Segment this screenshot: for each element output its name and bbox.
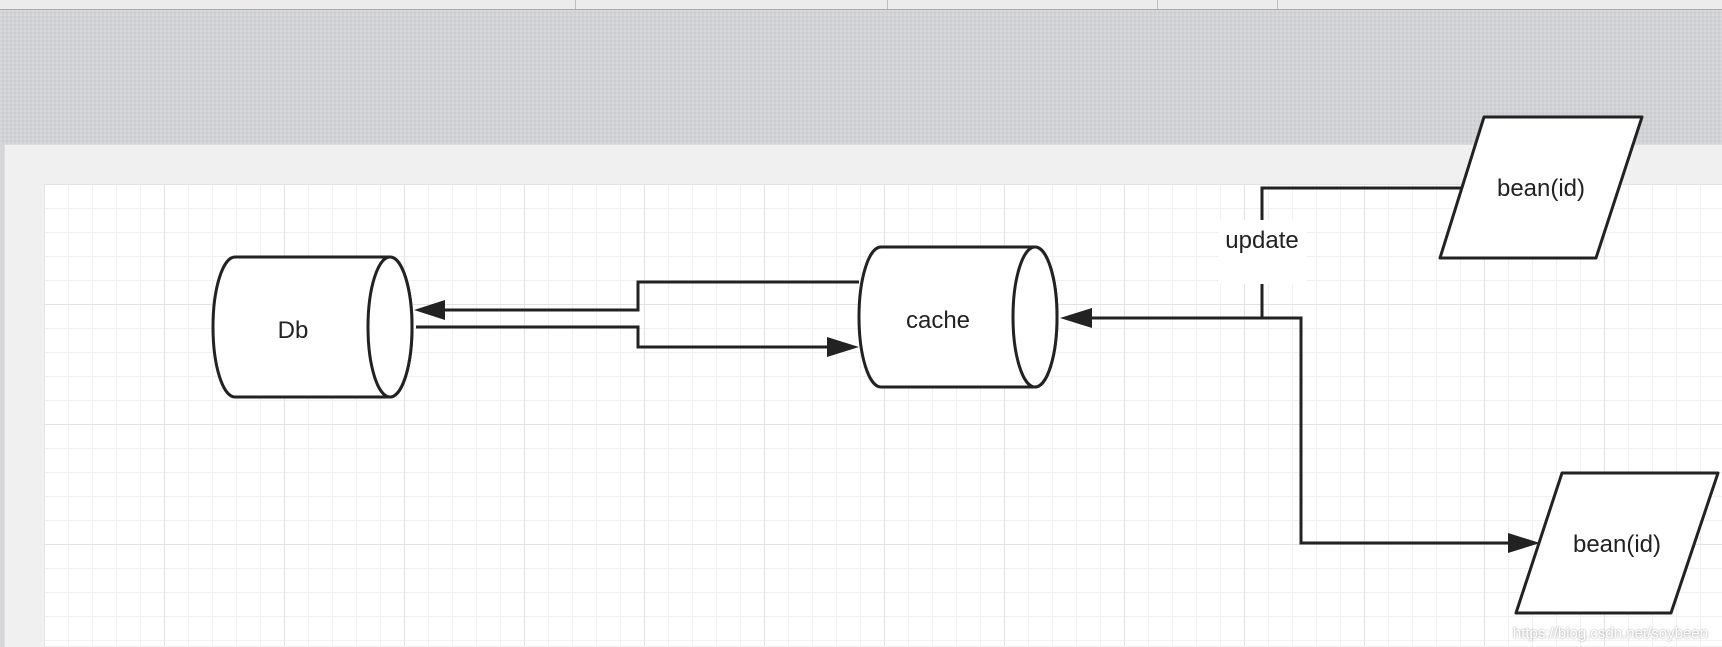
edge-db-to-cache[interactable] (416, 325, 859, 357)
edge-bean-top-to-cache-arrowhead (1060, 308, 1092, 328)
bean-bottom-shape (1514, 471, 1720, 615)
db-label: Db (278, 317, 309, 344)
bean-top-node[interactable]: bean(id) (1438, 115, 1644, 260)
db-cylinder-node[interactable]: Db (211, 255, 414, 399)
bean-top-shape (1438, 115, 1644, 260)
bean-bottom-node[interactable]: bean(id) (1514, 471, 1720, 615)
bean-top-label: bean(id) (1497, 175, 1585, 202)
edge-label-update[interactable]: update (1218, 220, 1306, 284)
edge-db-to-cache-line (416, 325, 827, 349)
edge-cache-to-bean-bottom-line (1262, 316, 1508, 545)
edge-cache-to-bean-bottom[interactable] (1262, 316, 1540, 553)
edge-label-update-text: update (1225, 227, 1298, 254)
edge-cache-to-db-line (445, 280, 859, 312)
edge-cache-to-bean-bottom-arrowhead (1508, 533, 1540, 553)
cache-cylinder-node[interactable]: cache (857, 245, 1059, 389)
watermark: https://blog.csdn.net/soybeen (1512, 625, 1708, 642)
bean-bottom-label: bean(id) (1573, 531, 1661, 558)
edge-cache-to-db-arrowhead (414, 300, 445, 320)
edge-db-to-cache-arrowhead (827, 337, 859, 357)
editor-backdrop (0, 10, 1722, 144)
toolbar-divider (575, 0, 576, 9)
edge-label-update-background (1218, 220, 1306, 284)
toolbar-divider (1277, 0, 1278, 9)
cache-cylinder-face (1011, 245, 1059, 389)
cache-label: cache (906, 307, 970, 334)
toolbar-strip (0, 0, 1722, 10)
toolbar-divider (1157, 0, 1158, 9)
db-cylinder-face (366, 255, 414, 399)
toolbar-divider (887, 0, 888, 9)
edge-cache-to-db[interactable] (414, 280, 859, 320)
